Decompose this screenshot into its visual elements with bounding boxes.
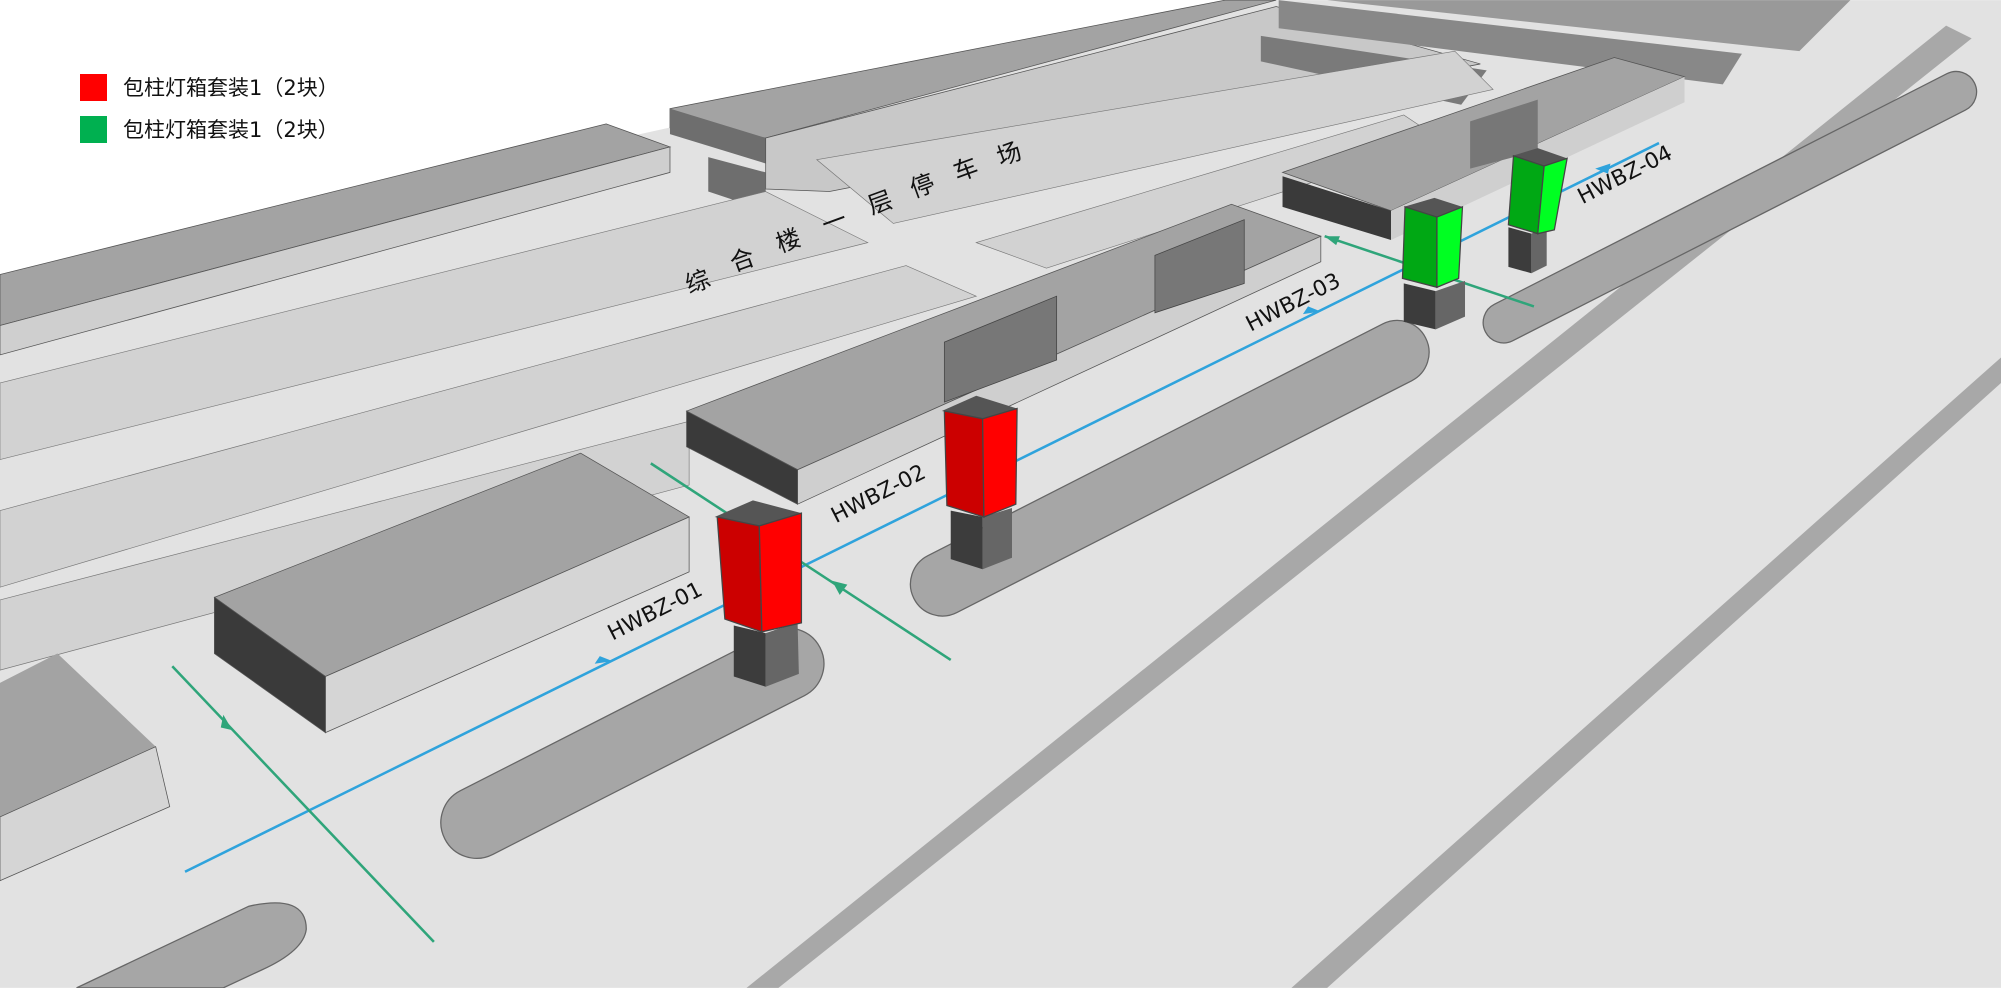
building: [1470, 99, 1538, 169]
legend-label: 包柱灯箱套装1（2块）: [123, 118, 339, 142]
building: [686, 410, 798, 505]
building: [0, 146, 671, 356]
building: [669, 108, 766, 164]
road-strip: [746, 25, 1972, 988]
arrow-icon: [832, 580, 848, 595]
building: [0, 746, 171, 882]
road-strip: [1291, 357, 2001, 988]
arrow-icon: [594, 656, 613, 664]
parking-stalls: [815, 50, 1494, 224]
lightbox-hwbz-04[interactable]: [1507, 148, 1568, 274]
building: [1282, 176, 1392, 241]
building: [1327, 0, 1851, 52]
legend-item-green: 包柱灯箱套装1（2块）: [80, 108, 339, 150]
green-swatch-icon: [80, 115, 107, 143]
traffic-island: [909, 319, 1430, 617]
arrow-icon: [1595, 163, 1611, 174]
legend-label: 包柱灯箱套装1（2块）: [123, 76, 339, 100]
traffic-island: [1482, 70, 1978, 344]
traffic-island: [76, 902, 307, 988]
lightbox-hwbz-02[interactable]: [941, 395, 1018, 570]
building: [214, 596, 326, 734]
parking-stalls: [0, 191, 869, 460]
red-swatch-icon: [80, 73, 107, 101]
route-green: [171, 665, 435, 943]
building: [943, 295, 1058, 403]
parking-stalls: [0, 265, 978, 588]
legend: 包柱灯箱套装1（2块） 包柱灯箱套装1（2块）: [80, 66, 339, 150]
building: [0, 653, 156, 817]
arrow-icon: [220, 714, 233, 731]
legend-item-red: 包柱灯箱套装1（2块）: [80, 66, 339, 108]
lightbox-hwbz-03[interactable]: [1401, 197, 1466, 330]
traffic-island: [440, 627, 825, 859]
lightbox-hwbz-01[interactable]: [714, 500, 803, 687]
arrow-icon: [1324, 236, 1340, 246]
building: [1154, 219, 1245, 314]
